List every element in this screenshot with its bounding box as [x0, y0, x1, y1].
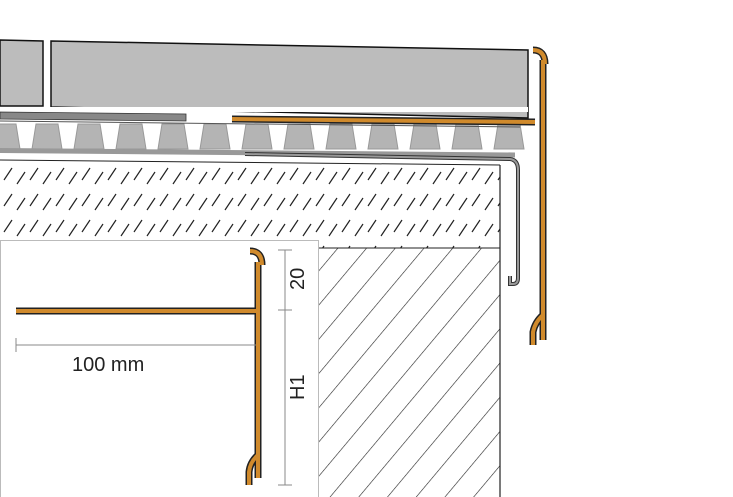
profile-cross-section [16, 247, 266, 485]
mat-stud [73, 123, 105, 150]
mat-stud [283, 123, 315, 150]
leg-length-label: 100 mm [72, 354, 144, 376]
drainage-mat [0, 123, 525, 150]
mat-stud [199, 123, 231, 150]
structural-slab-hatch [318, 248, 500, 497]
mat-stud [115, 123, 147, 150]
mat-stud [31, 123, 63, 150]
mortar-bed [0, 107, 528, 112]
mat-stud [241, 123, 273, 150]
height-label: H1 [287, 374, 309, 400]
dimension-lines [15, 249, 292, 486]
upper-membrane [0, 111, 187, 122]
edge-profile [231, 46, 549, 345]
top-height-label: 20 [287, 268, 309, 290]
mat-stud [367, 123, 399, 150]
profile-dimension-inset: 100 mm 20 H1 [0, 240, 319, 497]
mat-stud [409, 123, 441, 150]
mat-stud [493, 123, 525, 150]
tile-left [0, 39, 44, 107]
mat-stud [0, 123, 21, 150]
mat-stud [325, 123, 357, 150]
mat-stud [157, 123, 189, 150]
tile-right [50, 40, 529, 119]
mat-stud [451, 123, 483, 150]
